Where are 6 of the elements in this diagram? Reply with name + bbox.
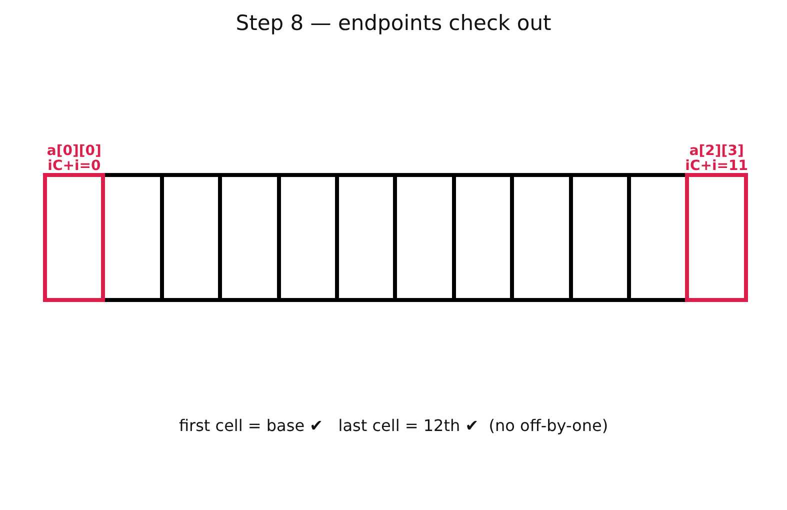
caption: first cell = base ✔ last cell = 12th ✔ (no off-by-one) <box>178 416 610 435</box>
index-label: iC+i=0 <box>46 159 102 174</box>
index-label: iC+i=11 <box>684 159 749 174</box>
element-label: a[2][3] <box>688 144 745 159</box>
title: Step 8 — endpoints check out <box>234 11 552 35</box>
element-label: a[0][0] <box>46 144 102 159</box>
